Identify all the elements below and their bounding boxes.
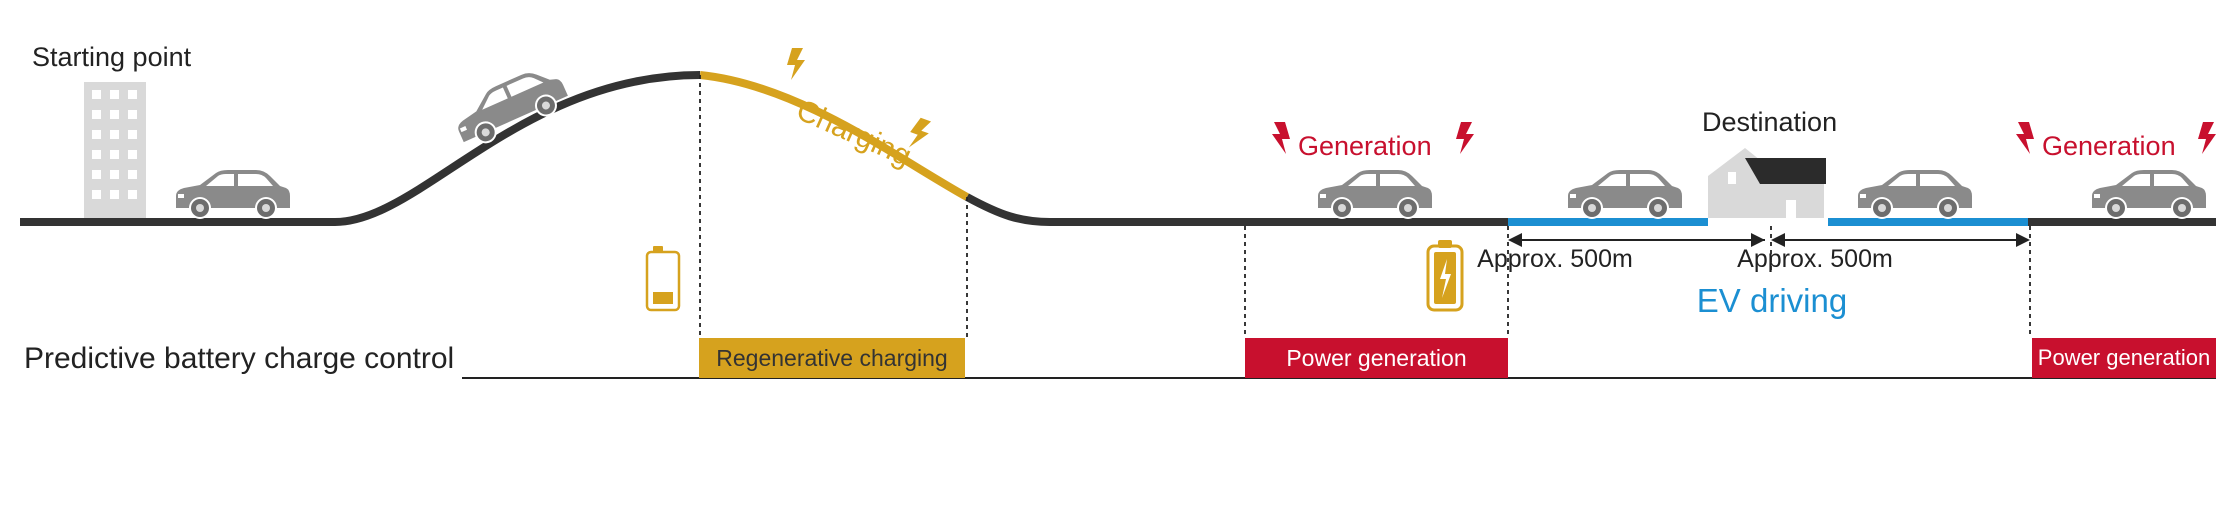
car-icon (2092, 170, 2206, 219)
regenerative-charging-box: Regenerative charging (699, 338, 965, 378)
lightning-icon (2198, 122, 2216, 154)
distance-text: Approx. 500m (1737, 245, 1893, 273)
car-icon (1318, 170, 1432, 219)
car-icon (448, 61, 573, 153)
control-title: Predictive battery charge control (24, 342, 455, 375)
ev-driving-text: EV driving (1696, 282, 1848, 319)
car-icon (176, 170, 290, 219)
generation-label: Generation (2042, 131, 2176, 161)
starting-point-label: Starting point (32, 42, 192, 72)
battery-low-icon (645, 246, 681, 312)
road-flat-right (965, 193, 1508, 226)
car-icon (1568, 170, 1682, 219)
lightning-icon (1272, 122, 1290, 154)
battery-charging-icon (1426, 240, 1464, 312)
destination-label: Destination (1702, 107, 1838, 137)
lightning-icon (1456, 122, 1474, 154)
arrow-left-right-icon (1508, 233, 1765, 247)
car-icon (1858, 170, 1972, 219)
generation-label: Generation (1298, 131, 1432, 161)
house-icon (1708, 148, 1826, 218)
lightning-icon (2016, 122, 2034, 154)
lightning-icon (787, 48, 805, 80)
section-guides (699, 75, 2031, 338)
road-downhill-charging (699, 71, 969, 201)
power-generation-box: Power generation (1245, 338, 1508, 378)
building-icon (84, 82, 146, 218)
distance-text: Approx. 500m (1477, 245, 1633, 273)
power-generation-box: Power generation (2032, 338, 2216, 378)
road-flat-left (20, 71, 701, 226)
arrow-left-right-icon (1771, 233, 2030, 247)
